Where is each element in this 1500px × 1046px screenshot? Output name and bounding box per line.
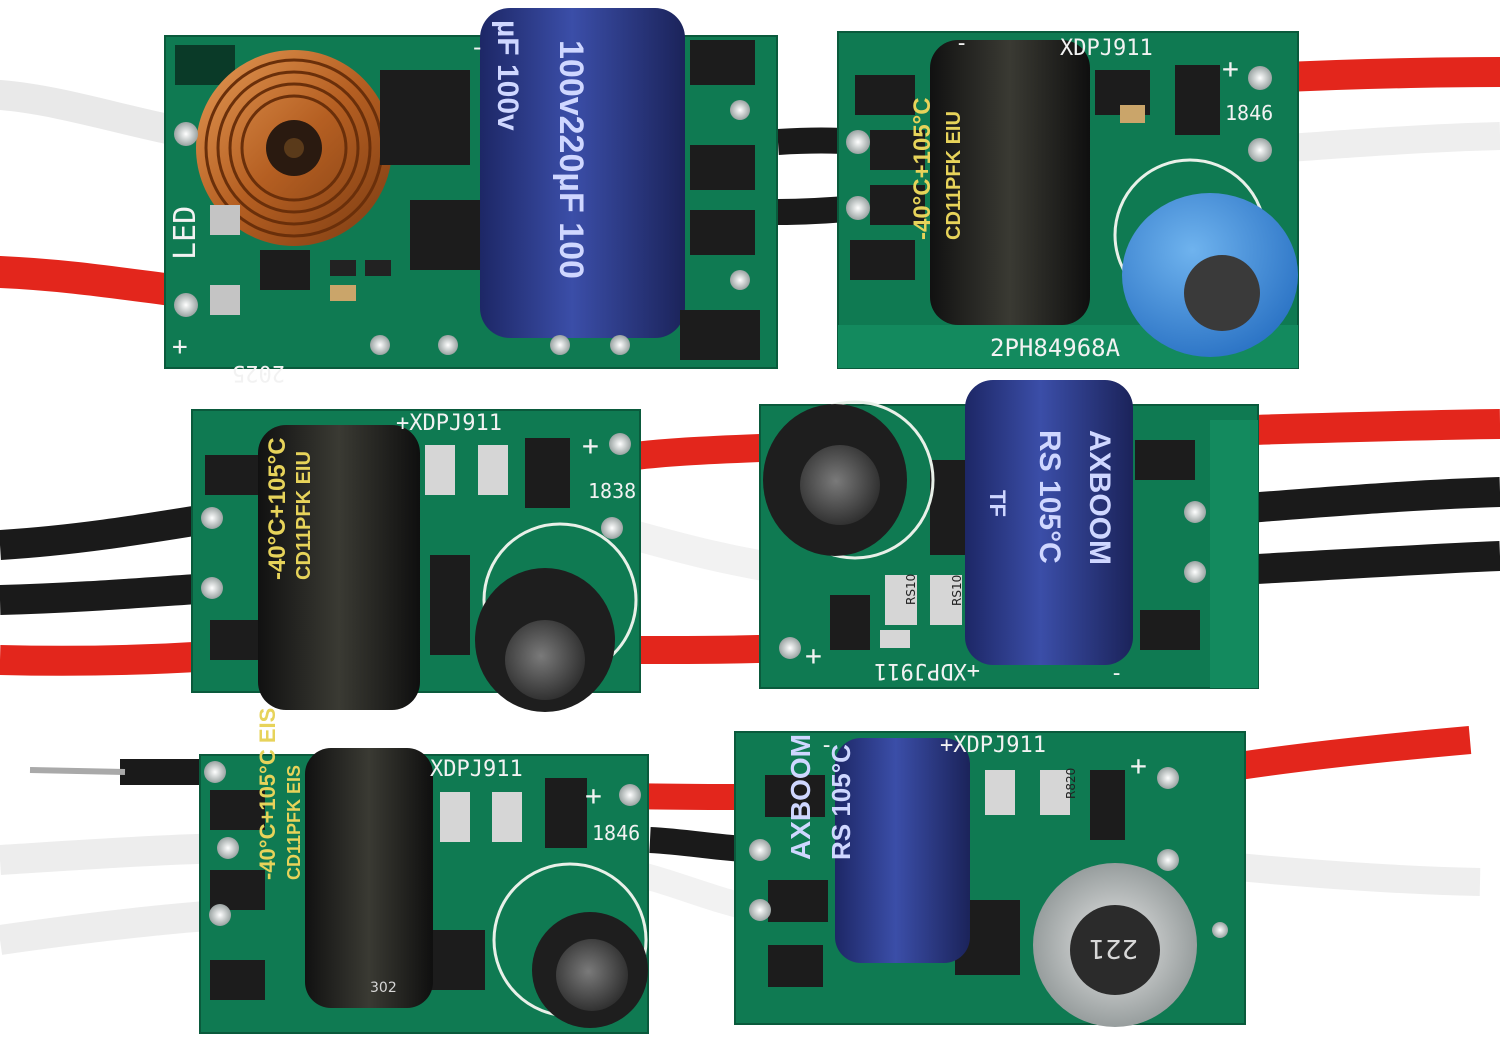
label-plus: + (582, 429, 599, 462)
capacitor-marking: 100v220µF 100 (552, 40, 590, 279)
board-model: XDPJ911 (1060, 36, 1153, 61)
board-top-right: -40°C+105°C CD11PFK EIU XDPJ911 + - 1846… (837, 31, 1299, 369)
capacitor-marking-2: CD11PFK EIU (943, 111, 965, 240)
side-code: 1838 (588, 479, 636, 503)
capacitor-blue (480, 8, 685, 338)
white-wire (0, 80, 197, 147)
capacitor-marking: AXBOOM (785, 734, 816, 860)
label-plus: + (172, 332, 188, 362)
board-bottom-left: -40°C+105°C EIS CD11PFK EIS 302 XDPJ911 … (199, 708, 649, 1034)
capacitor-marking-3: TF (985, 490, 1010, 517)
capacitor-black (258, 425, 420, 710)
label-plus: + (1130, 749, 1147, 782)
side-code: 1846 (592, 821, 640, 845)
board-middle-left: -40°C+105°C CD11PFK EIU +XDPJ911 + 1838 (191, 409, 641, 712)
capacitor-marking-2: CD11PFK EIU (293, 451, 315, 580)
black-wire (0, 503, 215, 560)
board-code: 2PH84968A (990, 334, 1121, 362)
red-wire (1249, 409, 1500, 445)
capacitor-blue (835, 738, 970, 963)
label-plus: + (585, 779, 602, 812)
capacitor-black (930, 40, 1090, 325)
board-middle-right: RS10 RS10 AXBOOM RS 105°C TF +XDPJ911 + … (759, 380, 1259, 689)
label-minus: - (470, 33, 484, 61)
board-model: XDPJ911 (430, 757, 523, 782)
capacitor-marking-2: µF 100v (491, 20, 524, 131)
board-top-left: 100v220µF 100 µF 100v LED + - 2025 (164, 8, 778, 385)
red-wire (0, 641, 213, 676)
board-code: 2025 (232, 360, 285, 385)
inductor-mark: 221 (1088, 933, 1138, 963)
chip-mark: 302 (370, 980, 397, 996)
board-model: +XDPJ911 (396, 411, 502, 436)
capacitor-marking-2: RS 105°C (1033, 430, 1066, 564)
label-minus: - (1110, 661, 1123, 686)
white-wire (0, 900, 222, 955)
capacitor-marking-2: CD11PFK EIS (284, 765, 304, 880)
capacitor-marking: -40°C+105°C EIS (255, 708, 280, 880)
side-code: 1846 (1225, 101, 1273, 125)
mosfet (380, 70, 470, 165)
bare-wire-tip (29, 767, 126, 775)
resistor-mark: R820 (1064, 768, 1078, 799)
resistor-mark: RS10 (904, 574, 918, 605)
white-wire (0, 833, 229, 875)
capacitor-blue (965, 380, 1133, 665)
board-model: +XDPJ911 (940, 733, 1046, 758)
resistor-mark: RS10 (950, 575, 964, 606)
capacitor-marking: AXBOOM (1083, 430, 1116, 565)
red-wire (0, 256, 204, 308)
label-minus: - (820, 733, 833, 758)
capacitor-marking-2: RS 105°C (826, 744, 856, 860)
board-model: +XDPJ911 (874, 658, 980, 683)
label-plus: + (805, 639, 822, 672)
capacitor-marking: -40°C+105°C (264, 437, 291, 580)
heatsink-strip (175, 45, 235, 85)
label-minus: - (955, 31, 968, 56)
black-wire (0, 573, 213, 615)
capacitor-marking: -40°C+105°C (909, 97, 936, 240)
label-plus: + (1222, 52, 1239, 85)
capacitor-black (305, 748, 433, 1008)
board-bottom-right: R820 AXBOOM RS 105°C 221 +XDPJ911 + - (734, 731, 1246, 1027)
label-led: LED (168, 206, 203, 260)
